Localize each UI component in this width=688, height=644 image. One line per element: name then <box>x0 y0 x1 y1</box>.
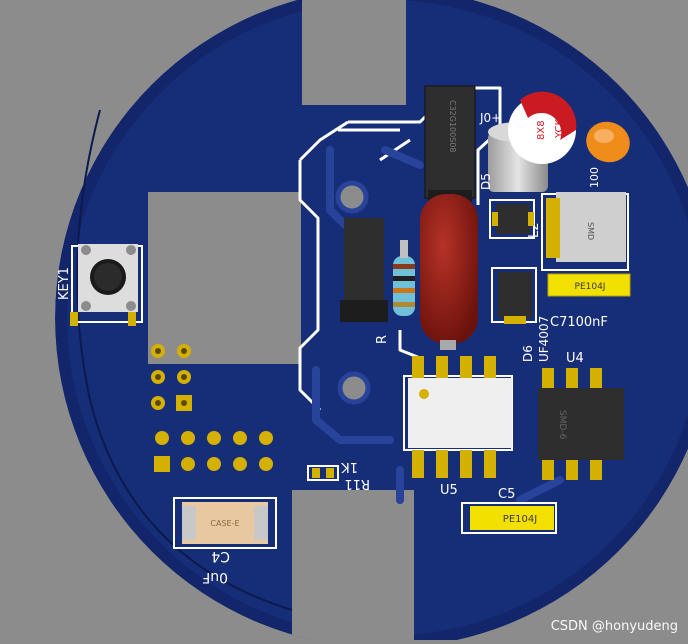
electrolytic-capacitor: 8X8 YCK <box>488 91 577 192</box>
d6-diode <box>491 267 537 324</box>
u4-ic: SMD-6 <box>538 368 624 480</box>
mounting-hole <box>335 180 369 214</box>
watermark: CSDN @honyudeng <box>550 619 678 634</box>
key1-label: KEY1 <box>57 267 72 300</box>
c4-label: C4 <box>211 548 230 564</box>
color-band-resistor <box>393 240 415 316</box>
inner-copper-traces <box>312 146 564 504</box>
u4-label: U4 <box>566 351 584 366</box>
c5-label: C5 <box>498 487 515 502</box>
l2-body-label: SMD <box>586 222 595 240</box>
c5-capacitor: PE104J <box>461 502 557 534</box>
c4-value-label: 0uF <box>202 569 228 585</box>
bridge-rectifier <box>340 218 388 322</box>
mov-label: 100 <box>588 167 601 188</box>
c7-label: C7100nF <box>550 315 608 330</box>
r11-resistor <box>307 465 339 481</box>
u5-optocoupler <box>403 356 513 478</box>
cap-value-label: 8X8 <box>536 120 547 140</box>
d6-label: D6 <box>521 345 535 362</box>
mounting-hole <box>337 371 371 405</box>
j-label: J0+ <box>479 111 501 125</box>
r-label: R <box>375 335 390 344</box>
key1-switch <box>70 244 143 326</box>
module-cutout <box>148 192 301 364</box>
cap-brand-label: YCK <box>554 118 565 139</box>
uf4007-label: UF4007 <box>537 316 551 362</box>
u5-label: U5 <box>440 483 458 498</box>
top-slot-cutout <box>302 0 406 105</box>
u4-body-label: SMD-6 <box>557 410 567 440</box>
red-axial-component <box>420 194 478 350</box>
header-pins-bottom <box>154 431 273 472</box>
c4-capacitor: CASE-E <box>173 497 277 549</box>
bottom-slot-cutout <box>292 490 414 644</box>
r11-value-label: 1K <box>341 459 358 474</box>
mov-component <box>586 121 630 163</box>
c7-value-label: PE104J <box>575 282 606 292</box>
l2-inductor: SMD <box>541 192 629 271</box>
c5-value-label: PE104J <box>503 514 537 525</box>
r11-label: R11 <box>344 476 370 491</box>
rectifier-text: C32G100S08 <box>448 100 457 153</box>
c4-body-label: CASE-E <box>210 519 239 528</box>
rectifier-top: C32G100S08 <box>424 85 476 202</box>
c7-capacitor: PE104J <box>547 273 631 297</box>
d5-label: D5 <box>479 173 493 190</box>
d5-diode <box>489 199 535 239</box>
